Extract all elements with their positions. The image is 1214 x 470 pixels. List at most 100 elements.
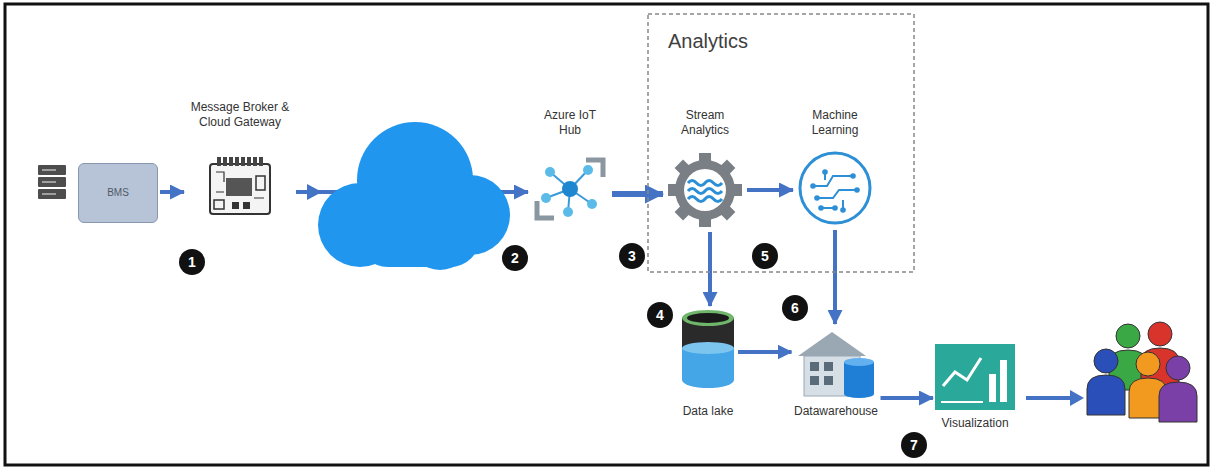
flow-arrow bbox=[612, 191, 663, 197]
arrow-line bbox=[1026, 396, 1072, 400]
node-label: Datawarehouse bbox=[794, 404, 878, 419]
server-unit bbox=[38, 165, 66, 175]
user-head bbox=[1166, 356, 1190, 380]
port bbox=[232, 202, 239, 209]
gear-body bbox=[675, 160, 735, 220]
user-body bbox=[1087, 375, 1125, 415]
user-head bbox=[1116, 324, 1140, 348]
circuit-node bbox=[854, 187, 860, 193]
box-label: BMS bbox=[107, 187, 129, 200]
cloud-shape bbox=[318, 122, 510, 270]
flow-arrow bbox=[708, 232, 712, 306]
circuit-node bbox=[840, 207, 846, 213]
hub-device bbox=[583, 165, 593, 175]
node-icon bbox=[208, 152, 272, 218]
chart-axis bbox=[941, 401, 983, 403]
cylinder-top bbox=[687, 313, 729, 323]
header-pin bbox=[229, 157, 233, 166]
warehouse-window bbox=[824, 376, 833, 385]
water-line bbox=[682, 342, 734, 354]
node-icon bbox=[795, 148, 875, 228]
header-pin bbox=[235, 157, 239, 166]
db-top bbox=[844, 358, 874, 366]
visualization-node: Visualization bbox=[935, 344, 1015, 431]
circuit-node bbox=[850, 173, 856, 179]
header-pin bbox=[247, 157, 251, 166]
port bbox=[214, 200, 224, 209]
frame-border bbox=[5, 4, 1208, 465]
ml-ring bbox=[800, 153, 870, 223]
board-outline bbox=[210, 164, 270, 214]
node-icon bbox=[794, 326, 879, 398]
circuit-trace bbox=[813, 172, 857, 210]
hub-device bbox=[563, 207, 573, 217]
header-pin bbox=[241, 157, 245, 166]
server-unit bbox=[38, 177, 66, 187]
cloud-base bbox=[358, 205, 480, 267]
callout-number: 1 bbox=[179, 249, 205, 275]
db-base bbox=[844, 390, 874, 398]
flow-arrow bbox=[738, 350, 792, 354]
header-pin bbox=[223, 157, 227, 166]
circuit-node bbox=[810, 183, 816, 189]
chart-bar bbox=[1000, 360, 1007, 402]
circuit-node bbox=[814, 195, 820, 201]
dashboard-panel bbox=[935, 344, 1015, 410]
iot-hub-node: Azure IoT Hub bbox=[530, 108, 610, 224]
chip bbox=[226, 178, 252, 196]
server-unit bbox=[38, 189, 66, 199]
circuit-node bbox=[818, 205, 824, 211]
cylinder-rim bbox=[682, 310, 734, 326]
stream-wave bbox=[688, 197, 722, 202]
flow-arrow bbox=[747, 188, 793, 192]
machine-learning-node: Machine Learning bbox=[795, 108, 875, 228]
hub-device bbox=[587, 199, 597, 209]
cylinder-base bbox=[682, 372, 734, 388]
port bbox=[256, 176, 265, 190]
gateway-node: Message Broker & Cloud Gateway bbox=[186, 100, 294, 218]
node-icon bbox=[530, 154, 610, 224]
server-stack bbox=[38, 165, 66, 199]
node-icon bbox=[665, 150, 745, 230]
flow-arrow bbox=[160, 190, 184, 194]
server-slot bbox=[42, 181, 56, 183]
warehouse-node: Datawarehouse bbox=[794, 326, 879, 419]
callout-number: 2 bbox=[502, 245, 528, 271]
arrow-head bbox=[307, 184, 322, 200]
stream-wave bbox=[688, 189, 722, 194]
hub-device bbox=[545, 167, 555, 177]
flow-arrow bbox=[833, 230, 837, 324]
callout-number: 6 bbox=[782, 295, 808, 321]
corner-bracket bbox=[537, 201, 554, 218]
node-label: Machine Learning bbox=[803, 108, 867, 138]
users-icon bbox=[1087, 322, 1197, 422]
header-pin bbox=[253, 157, 257, 166]
chart-line bbox=[943, 358, 981, 386]
warehouse-window bbox=[810, 362, 819, 371]
hub-core bbox=[562, 181, 578, 197]
user-body bbox=[1159, 382, 1197, 422]
stream-wave bbox=[688, 181, 722, 186]
port bbox=[243, 202, 250, 209]
node-icon bbox=[935, 344, 1015, 410]
circuit-node bbox=[822, 169, 828, 175]
server-slot bbox=[42, 169, 56, 171]
chart-bar bbox=[989, 374, 996, 402]
node-label: Azure IoT Hub bbox=[539, 108, 601, 138]
arrow-head bbox=[1070, 390, 1084, 406]
warehouse-window bbox=[824, 362, 833, 371]
header-pin bbox=[217, 157, 221, 166]
node-label: Stream Analytics bbox=[669, 108, 741, 138]
user-head bbox=[1148, 322, 1172, 346]
node-label: Message Broker & Cloud Gateway bbox=[186, 100, 294, 130]
callout-number: 7 bbox=[901, 432, 927, 458]
callout-number: 3 bbox=[619, 243, 645, 269]
user-head bbox=[1094, 349, 1118, 373]
board-trace bbox=[216, 172, 264, 198]
gear-hole bbox=[684, 169, 726, 211]
node-label: Data lake bbox=[683, 404, 734, 419]
circuit-node bbox=[832, 205, 838, 211]
flow-arrow bbox=[881, 396, 934, 400]
